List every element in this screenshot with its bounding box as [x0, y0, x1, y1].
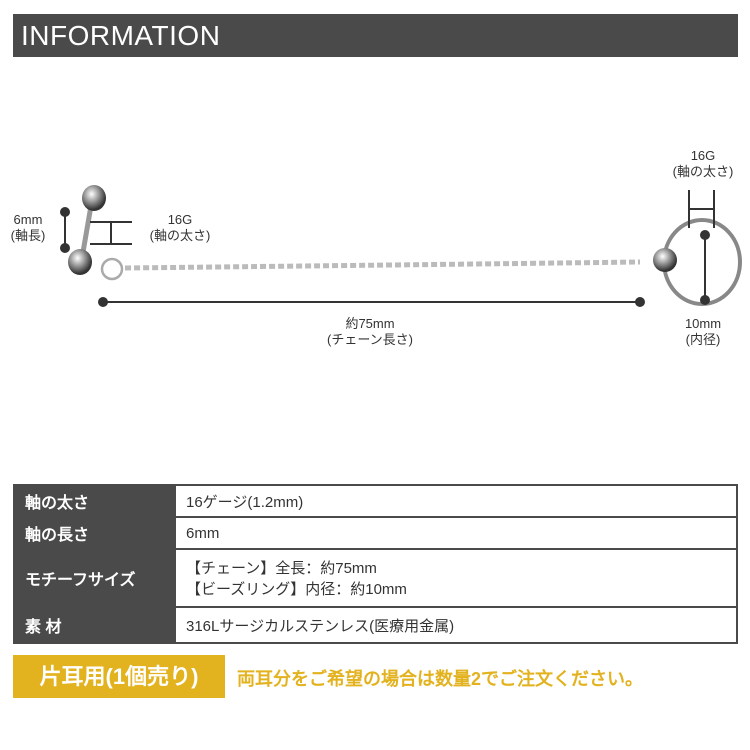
ring-diameter-marker: [700, 230, 710, 305]
spec-value: 6mm: [174, 516, 738, 550]
value: 10mm: [684, 316, 722, 331]
spec-value: 【チェーン】全長：約75mm 【ビーズリング】内径：約10mm: [174, 548, 738, 608]
table-row: モチーフサイズ【チェーン】全長：約75mm 【ビーズリング】内径：約10mm: [13, 548, 738, 608]
product-diagram: [60, 185, 742, 307]
ring-image: [653, 218, 742, 306]
value: 16G: [690, 148, 716, 163]
value: 16G: [167, 212, 193, 227]
ring-diameter-label: 10mm(内径): [670, 316, 736, 348]
spec-line: 【チェーン】全長：約75mm: [186, 560, 377, 577]
chain-length-marker: [98, 297, 645, 307]
note: (軸長): [10, 228, 46, 243]
spec-value: 316Lサージカルステンレス(医療用金属): [174, 606, 738, 644]
spec-line: 【ビーズリング】内径：約10mm: [186, 581, 407, 598]
note: (チェーン長さ): [326, 332, 413, 347]
note: (内径): [685, 332, 721, 347]
ring-gauge-label: 16G(軸の太さ): [658, 148, 748, 180]
ring-gauge-marker: [688, 190, 715, 228]
section-header: INFORMATION: [13, 14, 738, 57]
note: (軸の太さ): [149, 228, 211, 243]
barbell-length-label: 6mm(軸長): [4, 212, 52, 244]
spec-label: 素 材: [13, 606, 176, 644]
note: (軸の太さ): [672, 164, 734, 179]
value: 6mm: [13, 212, 43, 227]
value: 約75mm: [345, 316, 395, 331]
quantity-note: 両耳分をご希望の場合は数量2でご注文ください。: [237, 669, 644, 689]
spec-label: 軸の太さ: [13, 484, 176, 518]
spec-value: 16ゲージ(1.2mm): [174, 484, 738, 518]
single-ear-badge: 片耳用(1個売り): [13, 655, 225, 698]
spec-label: モチーフサイズ: [13, 548, 176, 608]
chain-image: [100, 257, 641, 281]
barbell-length-marker: [60, 207, 70, 253]
barbell-image: [68, 185, 106, 275]
section-title: INFORMATION: [21, 20, 221, 51]
barbell-gauge-label: 16G(軸の太さ): [135, 212, 225, 244]
spec-label: 軸の長さ: [13, 516, 176, 550]
chain-length-label: 約75mm(チェーン長さ): [310, 316, 430, 348]
barbell-gauge-marker: [90, 221, 132, 245]
